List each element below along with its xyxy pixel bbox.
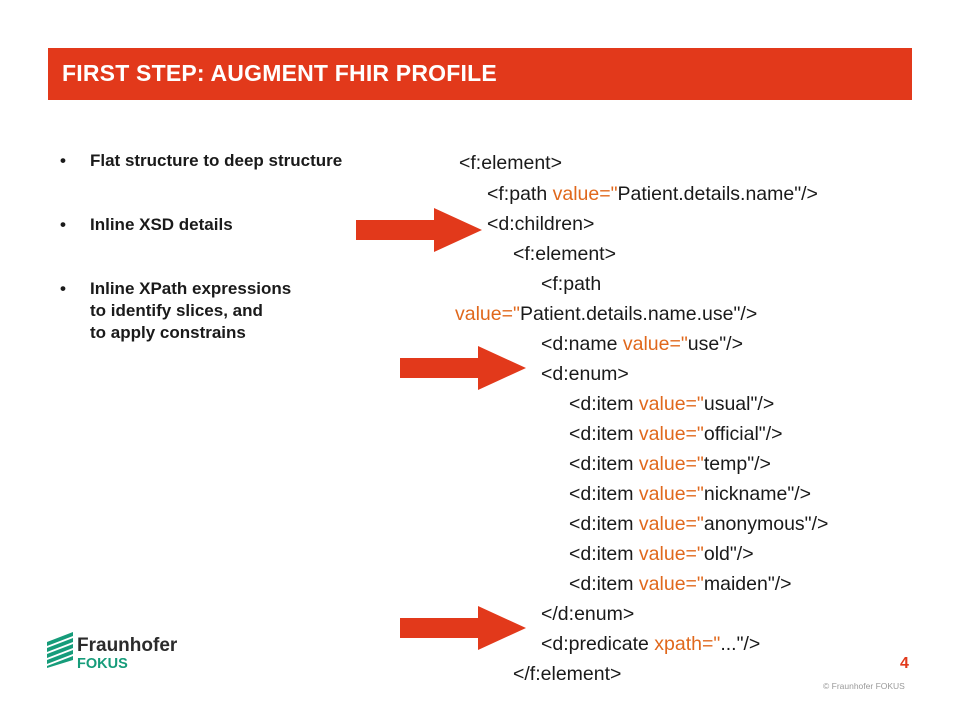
arrow-right-icon xyxy=(356,208,482,252)
bullet-list: Flat structure to deep structure Inline … xyxy=(60,150,430,386)
code-tag: <d:item xyxy=(569,543,639,565)
code-value: nickname"/> xyxy=(703,483,812,505)
code-line: <d:enum> xyxy=(541,363,629,386)
code-tag: <d:predicate xyxy=(541,633,655,655)
bullet-text: to identify slices, and xyxy=(90,301,263,320)
code-tag: <d:item xyxy=(569,513,639,535)
code-line: <d:item value="old"/> xyxy=(569,543,754,566)
slide-title: FIRST STEP: AUGMENT FHIR PROFILE xyxy=(62,60,497,86)
code-line: <d:item value="official"/> xyxy=(569,423,783,446)
code-tag: <d:children> xyxy=(487,213,595,235)
code-tag: <d:item xyxy=(569,453,639,475)
code-tag: <d:item xyxy=(569,483,639,505)
copyright-notice: © Fraunhofer FOKUS xyxy=(823,681,905,691)
bullet-text: Inline XSD details xyxy=(90,215,233,234)
code-line: <d:item value="temp"/> xyxy=(569,453,771,476)
code-attribute: value=" xyxy=(638,483,704,505)
code-line: <d:item value="usual"/> xyxy=(569,393,774,416)
code-value: temp"/> xyxy=(703,453,771,475)
code-line: <f:element> xyxy=(459,152,562,175)
code-tag: <d:name xyxy=(541,333,623,355)
logo-wordmark: Fraunhofer xyxy=(77,635,178,656)
code-line: <d:children> xyxy=(487,213,594,236)
code-tag: <d:item xyxy=(569,423,639,445)
code-line: </f:element> xyxy=(513,663,621,686)
code-line: <f:path value="Patient.details.name"/> xyxy=(487,183,818,206)
page-number: 4 xyxy=(900,655,909,672)
code-tag: <d:item xyxy=(569,393,639,415)
code-attribute: value=" xyxy=(552,183,618,205)
code-line: <f:path xyxy=(541,273,601,296)
code-attribute: value=" xyxy=(622,333,688,355)
arrow-right-icon xyxy=(400,606,526,650)
code-value: old"/> xyxy=(703,543,754,565)
code-attribute: value=" xyxy=(638,453,704,475)
code-attribute: value=" xyxy=(638,513,704,535)
bullet-item: Inline XPath expressions to identify sli… xyxy=(60,278,430,344)
code-value: official"/> xyxy=(703,423,783,445)
code-value: anonymous"/> xyxy=(703,513,829,535)
title-bar: FIRST STEP: AUGMENT FHIR PROFILE xyxy=(48,48,912,100)
code-line: <d:name value="use"/> xyxy=(541,333,743,356)
fraunhofer-logo-icon xyxy=(47,632,73,668)
bullet-item: Flat structure to deep structure xyxy=(60,150,430,172)
code-line: value="Patient.details.name.use"/> xyxy=(455,303,757,326)
code-value: usual"/> xyxy=(703,393,775,415)
bullet-text: Flat structure to deep structure xyxy=(90,151,343,170)
code-tag: <f:path xyxy=(487,183,553,205)
code-attribute: xpath=" xyxy=(654,633,721,655)
code-line: <f:element> xyxy=(513,243,616,266)
code-attribute: value=" xyxy=(638,543,704,565)
code-attribute: value=" xyxy=(455,303,520,325)
code-line: <d:item value="nickname"/> xyxy=(569,483,811,506)
code-attribute: value=" xyxy=(638,393,704,415)
code-value: use"/> xyxy=(687,333,743,355)
code-attribute: value=" xyxy=(638,573,704,595)
bullet-text: Inline XPath expressions xyxy=(90,279,292,298)
code-value: maiden"/> xyxy=(703,573,792,595)
code-attribute: value=" xyxy=(638,423,704,445)
code-tag: </d:enum> xyxy=(541,603,635,625)
code-tag: <f:path xyxy=(541,273,602,295)
code-line: <d:item value="maiden"/> xyxy=(569,573,792,596)
code-line: </d:enum> xyxy=(541,603,634,626)
code-tag: <d:item xyxy=(569,573,639,595)
code-line: <d:item value="anonymous"/> xyxy=(569,513,828,536)
code-value: Patient.details.name.use"/> xyxy=(519,303,758,325)
arrow-right-icon xyxy=(400,346,526,390)
code-tag: <d:enum> xyxy=(541,363,629,385)
logo-subtitle: FOKUS xyxy=(77,656,128,672)
bullet-item: Inline XSD details xyxy=(60,214,430,236)
bullet-text: to apply constrains xyxy=(90,323,246,342)
code-value: Patient.details.name"/> xyxy=(617,183,818,205)
code-tag: </f:element> xyxy=(513,663,622,685)
code-line: <d:predicate xpath="..."/> xyxy=(541,633,760,656)
code-value: ..."/> xyxy=(720,633,761,655)
code-tag: <f:element> xyxy=(513,243,616,265)
code-tag: <f:element> xyxy=(459,152,562,174)
